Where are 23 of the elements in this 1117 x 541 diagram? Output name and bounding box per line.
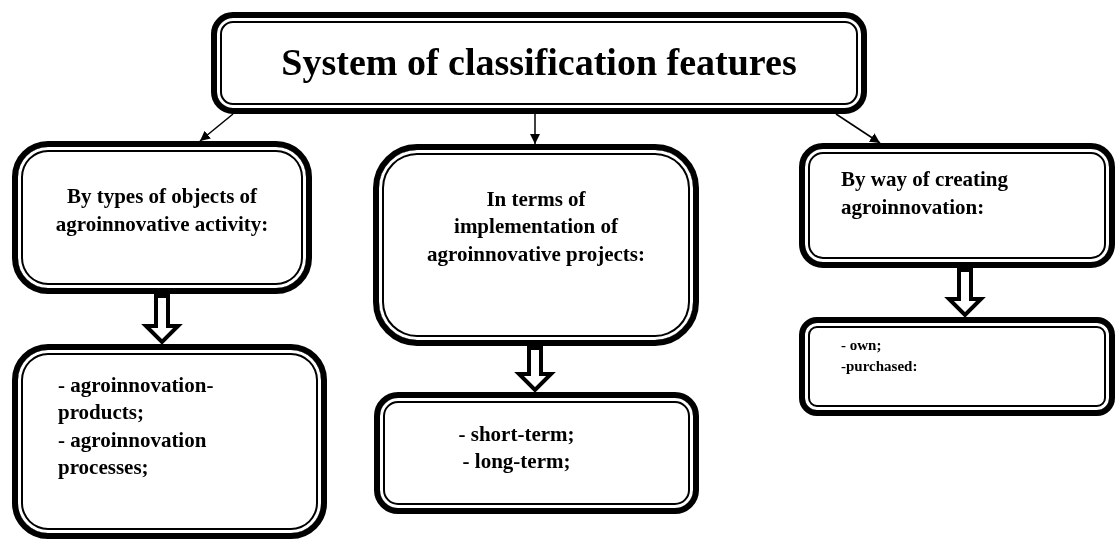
arrow <box>530 113 540 145</box>
box-text: -purchased: <box>841 356 919 376</box>
rounded-box <box>374 392 699 514</box>
rounded-box <box>12 344 327 539</box>
rounded-box <box>799 317 1115 416</box>
rounded-box <box>211 12 867 114</box>
rounded-box <box>373 144 699 346</box>
rounded-box <box>12 141 312 294</box>
block-arrow <box>944 268 986 318</box>
block-arrow <box>141 294 183 345</box>
diagram-heading: System of classification features <box>280 41 798 85</box>
arrow <box>199 113 234 142</box>
box-text: - short-term; <box>457 420 576 448</box>
box-text: In terms of implementation of agroinnovative projects: <box>426 186 646 268</box>
arrow <box>835 113 881 144</box>
box-text: By types of objects of agroinnovative activity: <box>54 183 270 238</box>
box-text: - long-term; <box>461 448 572 475</box>
box-text: - own; <box>841 335 883 355</box>
box-text: By way of creating agroinnovation: <box>841 166 1009 221</box>
block-arrow <box>514 346 556 393</box>
box-text: - agroinnovation processes; <box>58 426 208 481</box>
rounded-box <box>799 143 1115 268</box>
box-text: - agroinnovation-products; <box>58 371 215 427</box>
